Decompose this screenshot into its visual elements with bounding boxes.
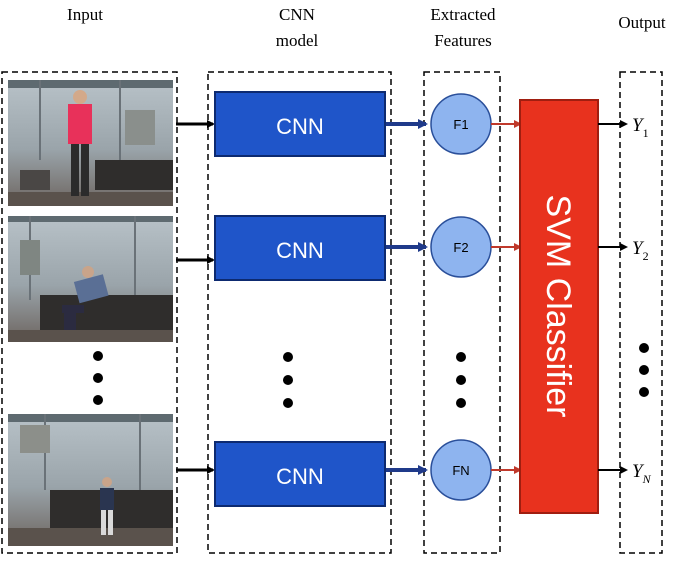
person-standing-image: [8, 80, 173, 206]
header-features-line2: Features: [434, 31, 492, 50]
feature-label-n: FN: [452, 463, 469, 478]
cnn-column-box: [207, 71, 392, 554]
cnn-block-2: CNN: [214, 215, 386, 281]
ellipsis-dots-icon: [93, 343, 649, 408]
cnn-label-n: CNN: [276, 464, 324, 489]
output-column-box: [619, 71, 663, 554]
cnn-block-1: CNN: [214, 91, 386, 157]
feature-node-1: F1: [430, 93, 492, 155]
output-label-1: Y1: [632, 115, 649, 140]
svm-classifier-block: SVM Classifier: [519, 99, 599, 514]
cnn-label-1: CNN: [276, 114, 324, 139]
output-label-2: Y2: [632, 238, 649, 263]
input-column-box: [1, 71, 178, 554]
feature-node-n: FN: [430, 439, 492, 501]
header-output: Output: [618, 13, 666, 32]
person-standing-far-image: [8, 414, 173, 546]
header-cnn-line2: model: [276, 31, 319, 50]
cnn-block-n: CNN: [214, 441, 386, 507]
cnn-label-2: CNN: [276, 238, 324, 263]
output-label-n: YN: [632, 461, 652, 486]
feature-label-1: F1: [453, 117, 468, 132]
feature-label-2: F2: [453, 240, 468, 255]
features-column-box: [423, 71, 501, 554]
feature-node-2: F2: [430, 216, 492, 278]
header-features-line1: Extracted: [430, 5, 496, 24]
header-cnn-line1: CNN: [279, 5, 315, 24]
person-sitting-on-couch-image: [8, 216, 173, 342]
classifier-label: SVM Classifier: [539, 195, 577, 418]
header-input: Input: [67, 5, 103, 24]
